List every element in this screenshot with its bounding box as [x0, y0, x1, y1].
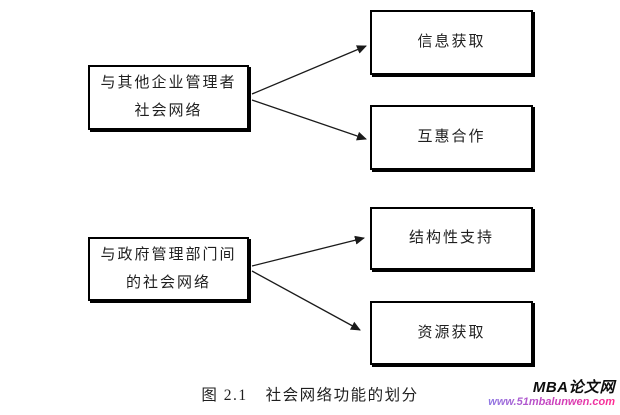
figure-caption: 图 2.1 社会网络功能的划分	[0, 383, 620, 405]
watermark-url: www.51mbalunwen.com	[488, 396, 615, 409]
node-information-acquisition-label: 信息获取	[417, 34, 486, 50]
node-structural-support-label: 结构性支持	[408, 230, 494, 246]
node-resource-acquisition-label: 资源获取	[417, 324, 486, 341]
watermark-brand: MBA论文网	[532, 379, 615, 396]
node-resource-acquisition: 资源获取	[370, 301, 533, 365]
arrow-managers-to-information	[251, 45, 367, 95]
arrow-government-to-resource	[251, 270, 361, 331]
node-structural-support: 结构性支持	[370, 207, 533, 270]
node-reciprocal-cooperation: 互惠合作	[370, 105, 533, 170]
node-government-network-line1: 与政府管理部门间	[100, 246, 237, 263]
node-managers-network-line2: 社会网络	[134, 103, 203, 119]
node-government-network-line2: 的社会网络	[125, 274, 211, 291]
node-managers-network: 与其他企业管理者 社会网络	[88, 65, 249, 130]
node-managers-network-line1: 与其他企业管理者	[100, 75, 237, 91]
node-government-network: 与政府管理部门间 的社会网络	[88, 237, 249, 301]
figure-caption-title: 社会网络功能的划分	[265, 387, 419, 404]
figure-caption-label: 图 2.1	[201, 387, 248, 404]
arrow-government-to-structural	[251, 235, 365, 267]
watermark: MBA论文网 www.51mbalunwen.com	[488, 379, 615, 409]
node-reciprocal-cooperation-label: 互惠合作	[417, 129, 486, 145]
node-information-acquisition: 信息获取	[370, 10, 533, 75]
arrow-managers-to-cooperation	[251, 99, 367, 141]
